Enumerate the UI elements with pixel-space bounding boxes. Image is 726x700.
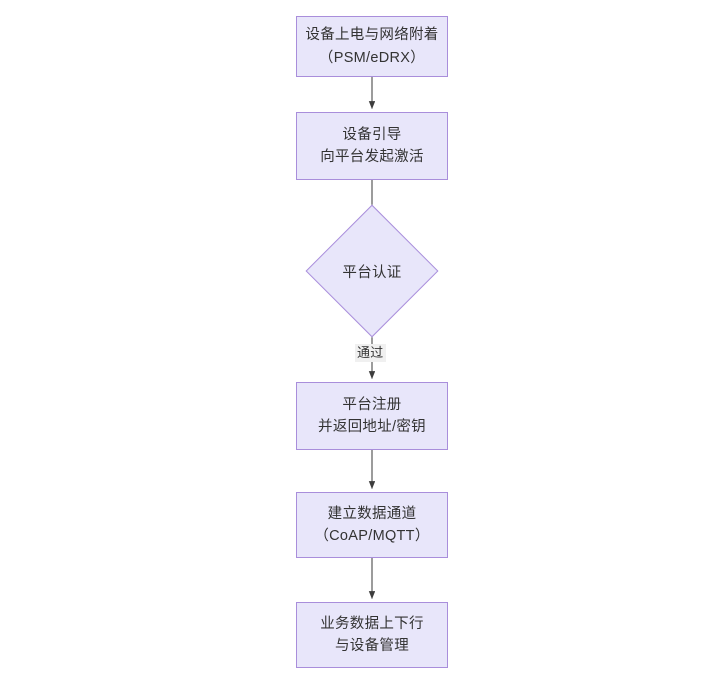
node-label-line: （PSM/eDRX）	[318, 49, 426, 66]
node-device-bootstrap[interactable]: 设备引导 向平台发起激活	[296, 112, 448, 180]
node-label-line: 设备上电与网络附着	[305, 27, 439, 44]
node-label-line: 业务数据上下行	[320, 615, 424, 632]
node-label-line: 向平台发起激活	[320, 149, 424, 165]
node-platform-auth-label: 平台认证	[342, 264, 402, 281]
node-establish-data-channel[interactable]: 建立数据通道 （CoAP/MQTT）	[296, 492, 448, 558]
node-platform-register[interactable]: 平台注册 并返回地址/密钥	[296, 382, 448, 450]
node-label-line: 与设备管理	[335, 638, 409, 654]
node-device-power-on[interactable]: 设备上电与网络附着 （PSM/eDRX）	[296, 16, 448, 77]
node-business-data-and-device-mgmt[interactable]: 业务数据上下行 与设备管理	[296, 602, 448, 668]
node-label-line: （CoAP/MQTT）	[314, 528, 430, 544]
node-label-line: 并返回地址/密钥	[318, 419, 426, 435]
edge-label-pass: 通过	[355, 344, 386, 362]
node-label-line: 设备引导	[342, 126, 402, 143]
node-label-line: 建立数据通道	[327, 505, 417, 522]
node-label-line: 平台注册	[342, 396, 402, 413]
